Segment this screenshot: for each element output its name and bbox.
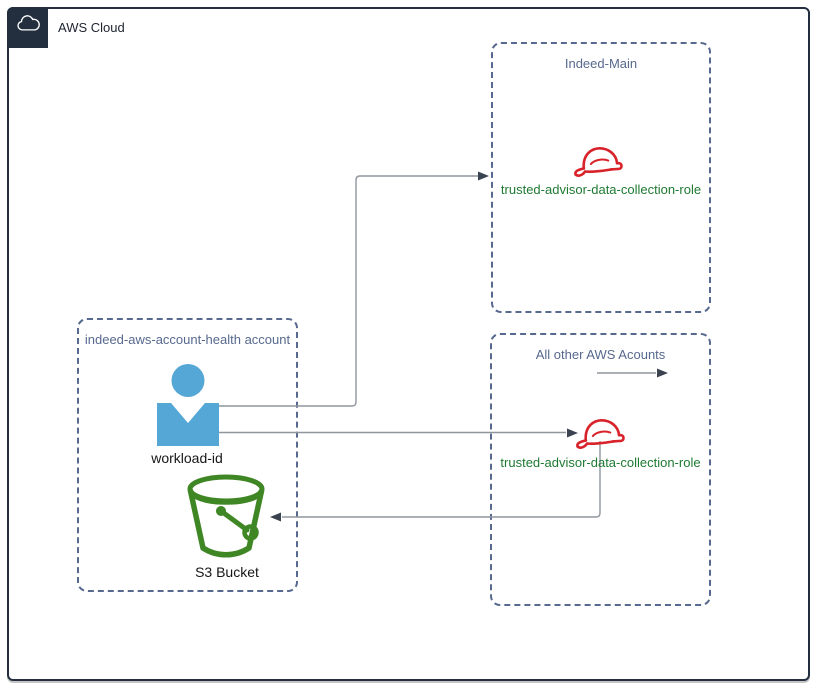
group-title-account-health: indeed-aws-account-health account (84, 332, 291, 347)
bucket-icon (185, 474, 269, 567)
aws-cloud-badge (7, 7, 48, 48)
person-icon (155, 363, 221, 452)
aws-cloud-group-box (7, 7, 810, 681)
group-box-indeed-main: Indeed-Main (491, 42, 711, 313)
role-label-indeed-main: trusted-advisor-data-collection-role (500, 182, 702, 197)
group-title-indeed-main: Indeed-Main (564, 56, 638, 71)
workload-id-label: workload-id (151, 450, 223, 466)
aws-cloud-label: AWS Cloud (58, 20, 125, 35)
s3-bucket-label: S3 Bucket (195, 564, 259, 580)
role-label-all-other-accounts: trusted-advisor-data-collection-role (500, 455, 701, 470)
hard-hat-role-icon (572, 141, 628, 186)
group-title-all-other-accounts: All other AWS Acounts (535, 347, 666, 362)
cloud-icon (13, 10, 43, 45)
hard-hat-role-icon (574, 413, 630, 458)
